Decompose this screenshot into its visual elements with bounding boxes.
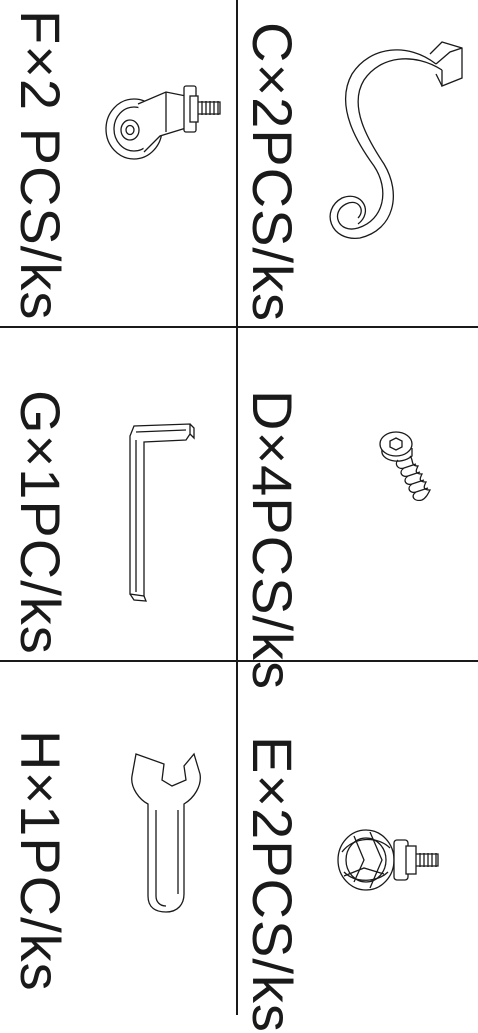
- part-label-c: C×2PCS/ks: [244, 22, 300, 322]
- part-label-h: H×1PC/ks: [12, 730, 68, 992]
- open-end-wrench-icon: [126, 746, 208, 921]
- part-label-d: D×4PCS/ks: [244, 390, 300, 690]
- horizontal-divider-1: [0, 326, 478, 328]
- part-label-e: E×2PCS/ks: [244, 736, 300, 1033]
- s-hook-icon: [318, 34, 478, 249]
- part-label-g: G×1PC/ks: [12, 390, 68, 655]
- allen-key-icon: [124, 418, 204, 607]
- hex-socket-screw-icon: [374, 426, 438, 511]
- caster-wheel-icon: [100, 74, 225, 179]
- horizontal-divider-2: [0, 660, 478, 662]
- part-label-f: F×2 PCS/ks: [12, 10, 68, 320]
- vertical-divider: [236, 0, 238, 1015]
- locking-caster-icon: [334, 816, 444, 905]
